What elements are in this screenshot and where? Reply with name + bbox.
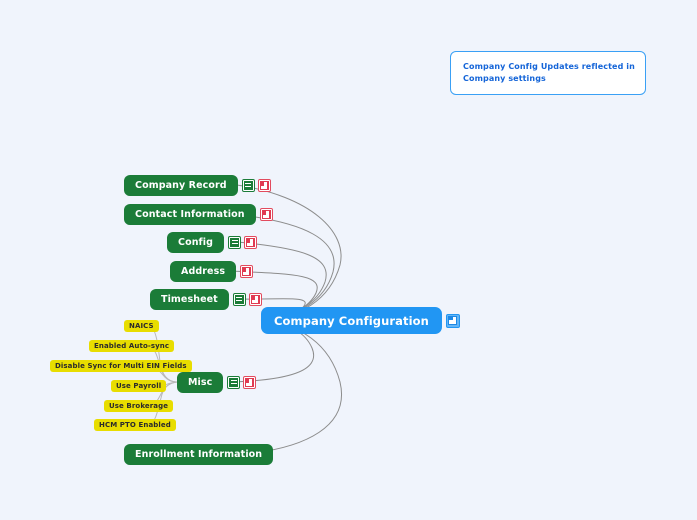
node-label: Enabled Auto-sync (89, 340, 175, 352)
attachment-icon[interactable] (248, 293, 262, 306)
note-icon[interactable] (232, 293, 246, 306)
node-config[interactable]: Config (167, 232, 258, 253)
node-badges (259, 208, 273, 221)
edge-misc-naics (150, 326, 178, 383)
attachment-icon[interactable] (243, 376, 257, 389)
node-label: Contact Information (124, 204, 256, 225)
attachment-icon[interactable] (240, 265, 254, 278)
note-icon[interactable] (227, 376, 241, 389)
node-badges (232, 293, 262, 306)
node-label: HCM PTO Enabled (94, 419, 176, 431)
attachment-icon[interactable] (259, 208, 273, 221)
node-label: Disable Sync for Multi EIN Fields (50, 360, 192, 372)
node-label: NAICS (124, 320, 159, 332)
node-enabled-auto-sync[interactable]: Enabled Auto-sync (89, 340, 175, 352)
node-misc[interactable]: Misc (177, 372, 257, 393)
note-card[interactable]: Company Config Updates reflected in Comp… (450, 51, 646, 96)
node-badges (227, 376, 257, 389)
note-icon[interactable] (228, 236, 242, 249)
node-label: Use Brokerage (104, 400, 174, 412)
node-label: Company Configuration (261, 307, 442, 334)
node-hcm-pto-enabled[interactable]: HCM PTO Enabled (94, 419, 176, 431)
attachment-icon[interactable] (257, 179, 271, 192)
node-badges (240, 265, 254, 278)
node-address[interactable]: Address (170, 261, 254, 282)
link-icon[interactable] (445, 313, 460, 328)
node-label: Timesheet (150, 289, 229, 310)
node-contact-information[interactable]: Contact Information (124, 204, 273, 225)
node-use-payroll[interactable]: Use Payroll (111, 380, 167, 392)
node-label: Use Payroll (111, 380, 167, 392)
node-badges (228, 236, 258, 249)
node-disable-sync-multi-ein-fields[interactable]: Disable Sync for Multi EIN Fields (50, 360, 192, 372)
note-card-text: Company Config Updates reflected in Comp… (463, 62, 635, 83)
node-naics[interactable]: NAICS (124, 320, 159, 332)
node-label: Config (167, 232, 225, 253)
node-company-record[interactable]: Company Record (124, 175, 271, 196)
node-label: Enrollment Information (124, 444, 274, 465)
attachment-icon[interactable] (244, 236, 258, 249)
note-icon[interactable] (241, 179, 255, 192)
node-label: Address (170, 261, 237, 282)
node-company-configuration[interactable]: Company Configuration (261, 307, 460, 334)
node-badges (241, 179, 271, 192)
node-timesheet[interactable]: Timesheet (150, 289, 262, 310)
node-badges (445, 313, 460, 328)
node-label: Company Record (124, 175, 238, 196)
node-label: Misc (177, 372, 224, 393)
node-enrollment-information[interactable]: Enrollment Information (124, 444, 274, 465)
node-use-brokerage[interactable]: Use Brokerage (104, 400, 174, 412)
